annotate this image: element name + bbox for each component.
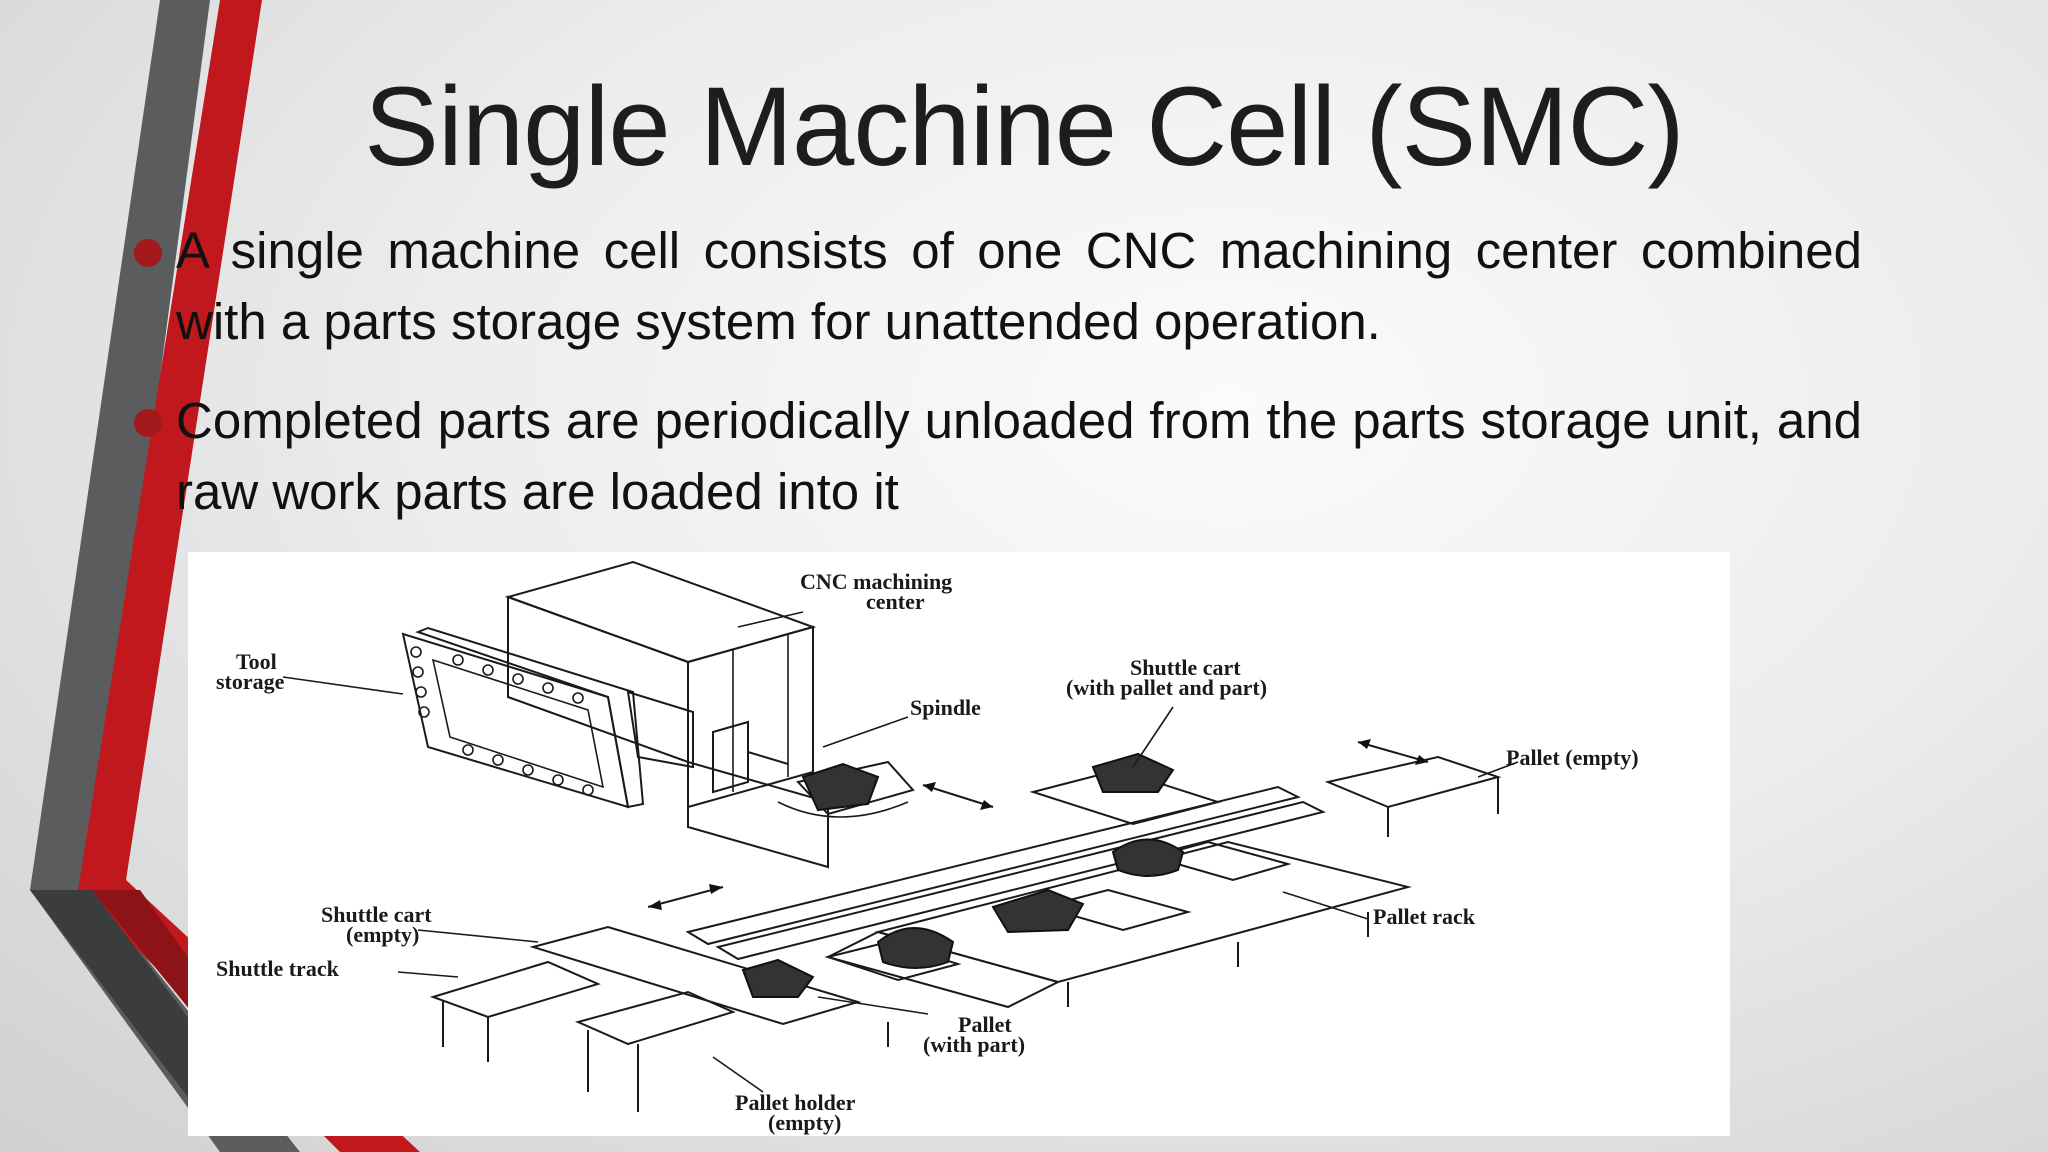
motion-arrows	[647, 739, 1429, 910]
label-shuttle-cart-empty: (empty)	[346, 922, 419, 947]
diagram-labels: CNC machining center Tool storage Spindl…	[216, 569, 1639, 1135]
label-shuttle-cart-full: (with pallet and part)	[1066, 675, 1267, 700]
part-block	[1091, 752, 1175, 793]
bullet-dot	[134, 239, 162, 267]
label-shuttle-cart-full: Shuttle cart	[1130, 655, 1241, 680]
bullet-item: Completed parts are periodically unloade…	[134, 385, 1862, 527]
slide-title: Single Machine Cell (SMC)	[364, 64, 1684, 189]
label-cnc: center	[866, 589, 925, 614]
label-pallet-with-part: Pallet	[958, 1012, 1012, 1037]
part-block	[801, 762, 880, 812]
part-block	[741, 958, 815, 998]
bullet-text: Completed parts are periodically unloade…	[176, 392, 1862, 520]
bullet-text: A single machine cell consists of one CN…	[176, 222, 1862, 350]
label-spindle: Spindle	[910, 695, 981, 720]
label-pallet-with-part: (with part)	[923, 1032, 1025, 1057]
track-drawing	[429, 752, 1502, 1112]
label-pallet-rack: Pallet rack	[1373, 904, 1476, 929]
gear-part	[876, 927, 955, 969]
gear-part	[1111, 838, 1185, 877]
red-stripe	[78, 0, 420, 1152]
red-wedge	[92, 890, 190, 1010]
label-tool-storage: storage	[216, 669, 285, 694]
bullet-item: A single machine cell consists of one CN…	[134, 215, 1862, 357]
tool-storage-drawing	[401, 626, 694, 809]
label-pallet-holder: (empty)	[768, 1110, 841, 1135]
label-cnc: CNC machining	[800, 569, 952, 594]
leader-lines	[282, 611, 1519, 1093]
gray-stripe-outer	[30, 0, 300, 1152]
dark-wedge	[30, 890, 190, 1100]
smc-diagram: CNC machining center Tool storage Spindl…	[188, 552, 1730, 1136]
bullet-dot	[134, 409, 162, 437]
label-shuttle-track: Shuttle track	[216, 956, 340, 981]
label-pallet-holder: Pallet holder	[735, 1090, 856, 1115]
label-tool-storage: Tool	[236, 649, 277, 674]
label-shuttle-cart-empty: Shuttle cart	[321, 902, 432, 927]
part-block	[991, 888, 1085, 934]
label-pallet-empty: Pallet (empty)	[1506, 745, 1639, 770]
cnc-machine-drawing	[504, 560, 915, 869]
